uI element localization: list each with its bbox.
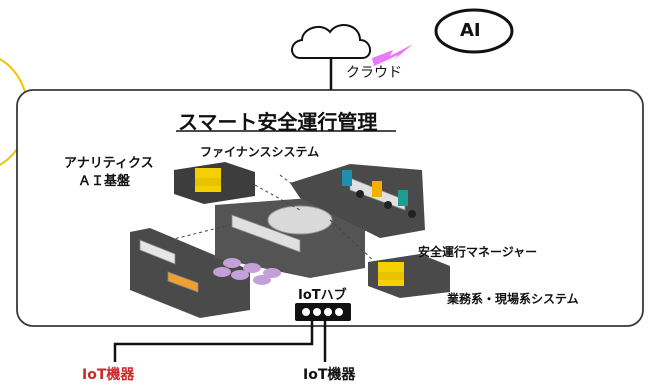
hub-label: IoTハブ: [298, 288, 347, 303]
analytics-building: [195, 168, 221, 192]
device-connection-lines: [113, 321, 327, 362]
analytics-label-line2: ＡＩ基盤: [78, 174, 131, 189]
connector-lines: [169, 174, 376, 263]
iot-device-label: IoT機器: [303, 367, 356, 383]
hub-icon: [295, 303, 351, 321]
right-road: [290, 164, 425, 238]
analytics-label-line1: アナリティクス: [64, 156, 154, 171]
ai-oval: [434, 8, 514, 54]
cloud-icon: [291, 24, 371, 59]
finance-label: ファイナンスシステム: [200, 145, 320, 159]
lightning-icon: [372, 44, 413, 66]
trucks: [139, 177, 406, 293]
central-hub-disc: [267, 205, 333, 235]
cloud-label: クラウド: [346, 65, 402, 81]
hub-ports: [302, 308, 343, 316]
ai-label: AI: [460, 20, 481, 41]
vehicle-markers: [342, 170, 416, 218]
business-building: [378, 262, 404, 286]
business-system-label: 業務系・現場系システム: [447, 292, 579, 306]
iot-device-label-red: IoT機器: [82, 367, 135, 383]
page-title: スマート安全運行管理: [178, 110, 378, 134]
safety-manager-label: 安全運行マネージャー: [418, 245, 538, 259]
sensor-circles: [213, 258, 281, 285]
